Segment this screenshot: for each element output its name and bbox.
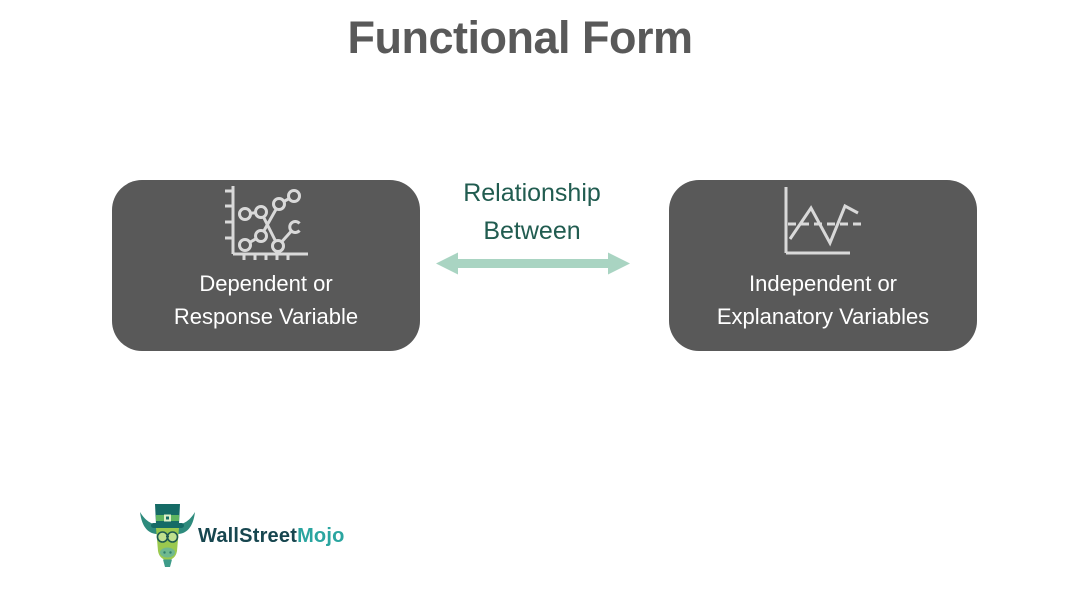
independent-variable-label-line1: Independent or [748,271,898,296]
wallstreetmojo-wordmark: WallStreetMojo [198,525,345,548]
wallstreetmojo-logo: WallStreetMojo [139,499,345,574]
bull-mascot-icon [139,499,196,574]
page-title: Functional Form [347,12,694,63]
dependent-variable-box: Dependent or Response Variable [112,180,420,351]
relationship-label-line1: Relationship [463,179,601,207]
independent-variable-label-line2: Explanatory Variables [716,304,930,329]
dependent-variable-label-line1: Dependent or [199,271,333,296]
dependent-variable-label: Dependent or Response Variable [174,267,358,333]
relationship-label-line2: Between [483,217,581,245]
relationship-label: Relationship Between [432,174,632,250]
wordmark-mojo: Mojo [297,525,345,547]
wordmark-wallstreet: WallStreet [198,525,298,547]
double-arrow-icon [434,250,632,277]
scatter-line-chart-icon [218,184,314,260]
independent-variable-box: Independent or Explanatory Variables [669,180,977,351]
independent-variable-label: Independent or Explanatory Variables [717,267,929,333]
dependent-variable-label-line2: Response Variable [173,304,359,329]
trend-line-chart-icon [777,184,869,260]
